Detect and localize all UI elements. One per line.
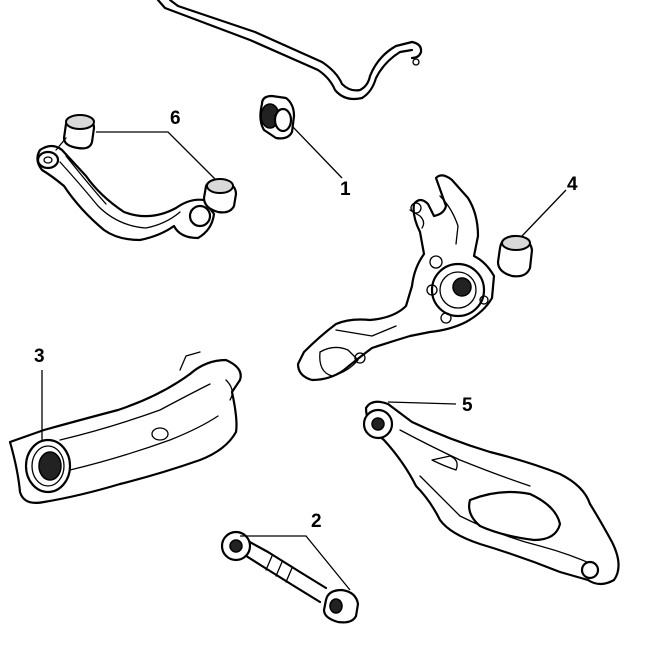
callout-5: 5: [462, 395, 473, 416]
trailing-arm-icon: [8, 351, 242, 504]
callout-6: 6: [170, 108, 181, 129]
stabilizer-bushing-icon: [259, 94, 343, 179]
callout-1: 1: [340, 179, 351, 200]
toe-link-rod-icon: [220, 530, 360, 624]
callout-2: 2: [311, 511, 322, 532]
callout-4: 4: [567, 174, 578, 195]
knuckle-hub-icon: [296, 174, 567, 382]
callout-3: 3: [34, 346, 45, 367]
stabilizer-bar-icon: [156, 0, 423, 101]
lower-control-arm-icon: [362, 400, 620, 586]
upper-control-arm-icon: [36, 114, 238, 242]
